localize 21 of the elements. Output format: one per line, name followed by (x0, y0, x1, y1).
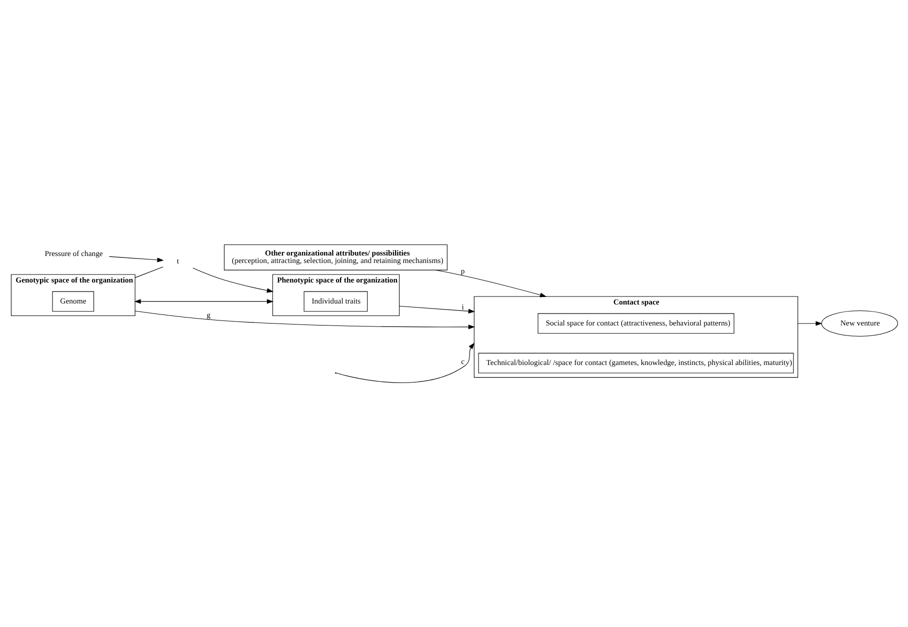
edge-label: c (460, 356, 464, 366)
arrow (134, 299, 274, 304)
node-box: Genome (52, 291, 94, 312)
arrow (108, 256, 164, 262)
node-box: Social space for contact (attractiveness, behavioral patterns) (537, 313, 734, 334)
node-text: t (176, 256, 179, 266)
edge-label: p (460, 266, 464, 276)
edge-label: g (206, 310, 210, 320)
edge-label: i (461, 302, 464, 312)
arrow (134, 310, 474, 330)
node-box: Individual traits (303, 291, 368, 312)
connector (134, 266, 163, 278)
arrow (398, 306, 474, 314)
node-box: Other organizational attributes/ possibilities (perception, attracting, selection, joining, and retaining mechanisms) (223, 244, 447, 270)
node-ellipse: New venture (820, 310, 898, 336)
arrow (336, 342, 474, 383)
arrow (192, 268, 273, 293)
node-box: Technical/biological/ /space for contact (gametes, knowledge, instincts, physical abilities, maturity) (478, 352, 794, 374)
node-text: Pressure of change (44, 249, 102, 258)
arrow (434, 270, 546, 298)
arrow (797, 321, 822, 326)
